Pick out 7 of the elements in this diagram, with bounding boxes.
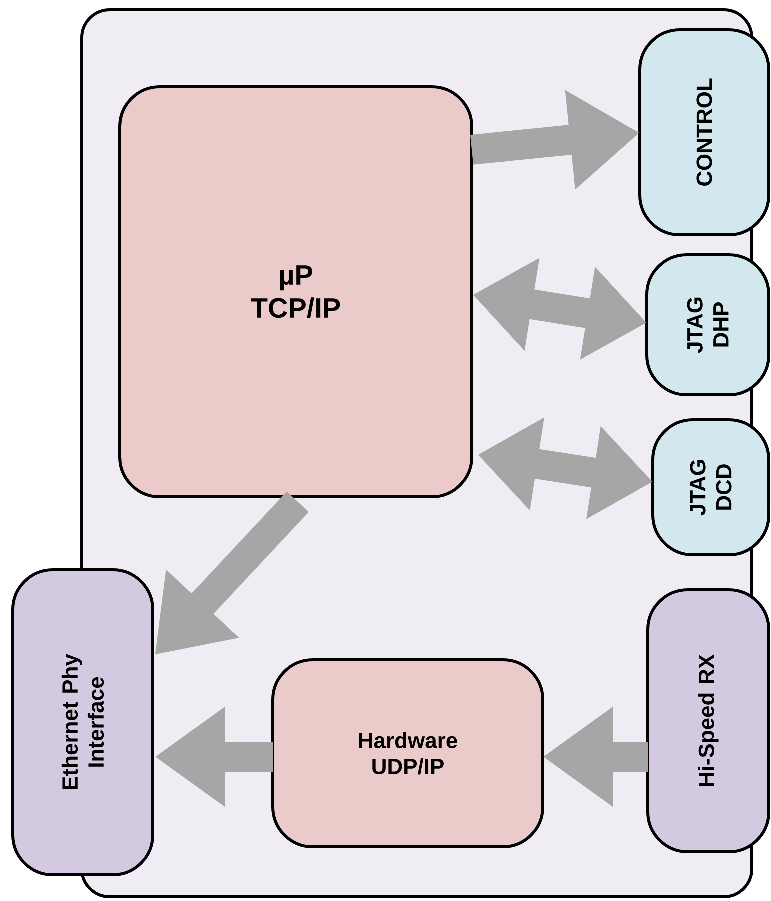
processor-block: µP TCP/IP bbox=[118, 86, 474, 498]
interface-block: Hi-Speed RX bbox=[646, 588, 770, 854]
interface-block: CONTROL bbox=[638, 28, 770, 236]
interface-block: JTAG DCD bbox=[652, 418, 770, 556]
interface-block: Ethernet Phy Interface bbox=[12, 568, 154, 876]
processor-block: Hardware UDP/IP bbox=[272, 658, 544, 848]
interface-block: JTAG DHP bbox=[646, 254, 770, 396]
